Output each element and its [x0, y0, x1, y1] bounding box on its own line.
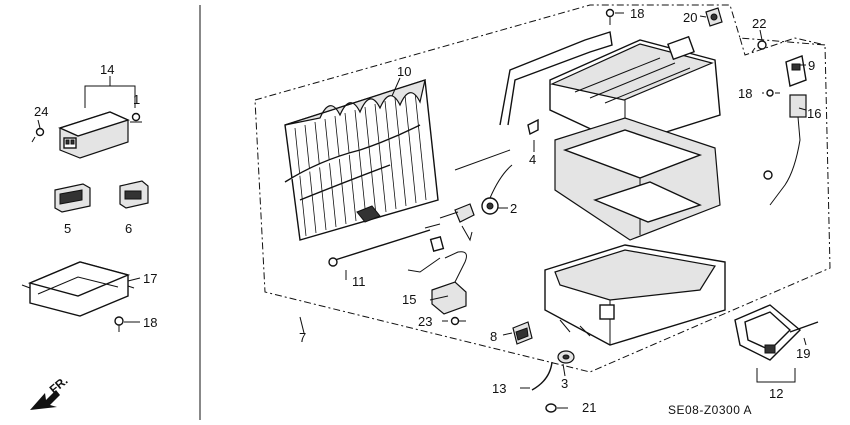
callout-1: 1	[133, 92, 140, 107]
callout-22: 22	[752, 16, 766, 31]
switch-5	[54, 183, 91, 213]
callout-12: 12	[769, 386, 783, 401]
clamp-21	[545, 403, 557, 413]
callout-14: 14	[100, 62, 114, 77]
connector-16	[763, 94, 807, 206]
callout-3: 3	[561, 376, 568, 391]
callout-6: 6	[125, 221, 132, 236]
lower-case	[544, 244, 726, 346]
switch-assembly-14	[58, 111, 130, 159]
bracket-lines-12	[756, 368, 796, 383]
front-direction-label: FR.	[47, 373, 71, 396]
callout-18-right: 18	[738, 86, 752, 101]
connector-8	[512, 321, 533, 345]
callout-16: 16	[807, 106, 821, 121]
screw-1	[130, 112, 142, 123]
callout-15: 15	[402, 292, 416, 307]
evaporator-core-10	[284, 79, 439, 241]
diagram-reference-code: SE08-Z0300 A	[668, 403, 752, 417]
case-frame-rod	[499, 31, 613, 126]
middle-case	[554, 117, 721, 241]
filter-frame-12	[734, 304, 802, 361]
upper-case	[549, 35, 721, 146]
callout-4: 4	[529, 152, 536, 167]
callout-5: 5	[64, 221, 71, 236]
screw-18-lower-left	[114, 316, 124, 332]
screw-19	[789, 321, 819, 333]
callout-8: 8	[490, 329, 497, 344]
suction-tube-11	[328, 223, 441, 267]
callout-20: 20	[683, 10, 697, 25]
callout-13: 13	[492, 381, 506, 396]
bracket-lines-14	[84, 76, 136, 108]
sensor-20	[705, 7, 723, 27]
front-direction-arrow	[30, 390, 60, 410]
leader-lines	[37, 12, 807, 409]
callout-17: 17	[143, 271, 157, 286]
switch-6	[119, 180, 149, 209]
callout-7: 7	[299, 330, 306, 345]
callout-9: 9	[808, 58, 815, 73]
screw-23	[450, 316, 466, 326]
callout-2: 2	[510, 201, 517, 216]
screw-22	[751, 40, 767, 53]
screw-18-top	[605, 8, 615, 25]
callout-23: 23	[418, 314, 432, 329]
grommet-3	[557, 350, 575, 364]
callout-19: 19	[796, 346, 810, 361]
drain-hose-13	[531, 361, 553, 391]
callout-18-lower-left: 18	[143, 315, 157, 330]
callout-24: 24	[34, 104, 48, 119]
subassembly-outline-9	[739, 37, 826, 56]
assembly-outline-7	[254, 4, 831, 373]
bracket-9	[785, 55, 807, 87]
clip-4	[527, 118, 539, 136]
screw-18-right	[762, 89, 774, 97]
callout-21: 21	[582, 400, 596, 415]
expansion-valve-2	[439, 149, 513, 242]
callout-10: 10	[397, 64, 411, 79]
control-unit-17	[21, 261, 135, 317]
callout-11: 11	[352, 274, 366, 289]
screw-24	[31, 127, 45, 143]
callout-18-top: 18	[630, 6, 644, 21]
thermostat-15	[407, 236, 467, 315]
